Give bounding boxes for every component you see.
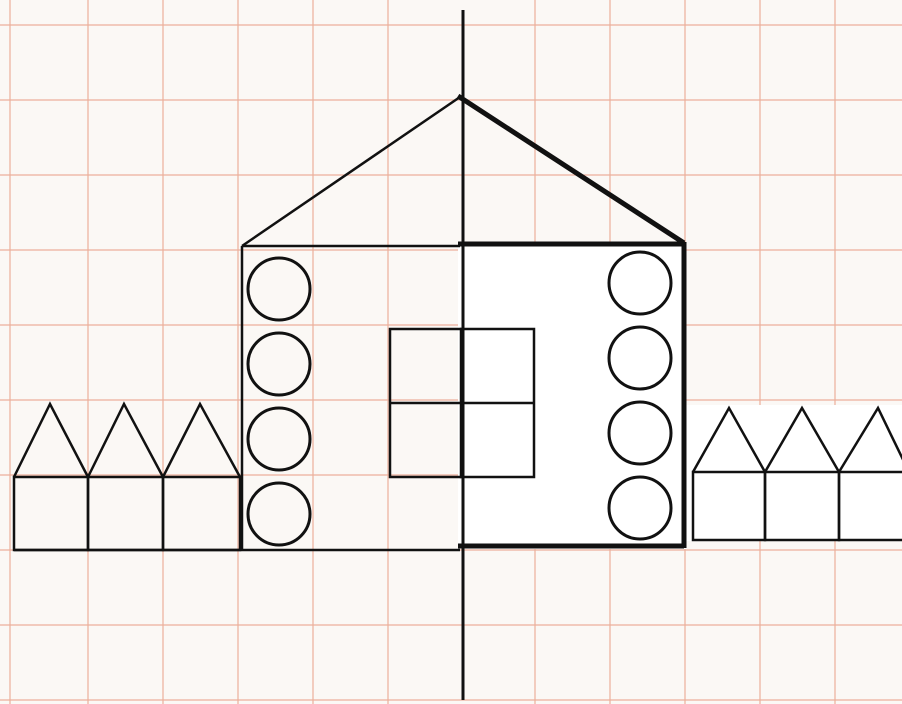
circle: [248, 333, 310, 395]
roof-left-slope: [242, 97, 460, 246]
fence-peak: [163, 404, 240, 477]
left-wall-circles: [248, 258, 310, 545]
circle: [248, 483, 310, 545]
circle: [248, 408, 310, 470]
roof-right-slope: [458, 96, 684, 243]
circle: [248, 258, 310, 320]
fence-peak: [88, 404, 163, 477]
left-fence: [14, 404, 240, 550]
fence-peak: [14, 404, 88, 477]
house-left-half: [14, 246, 460, 550]
